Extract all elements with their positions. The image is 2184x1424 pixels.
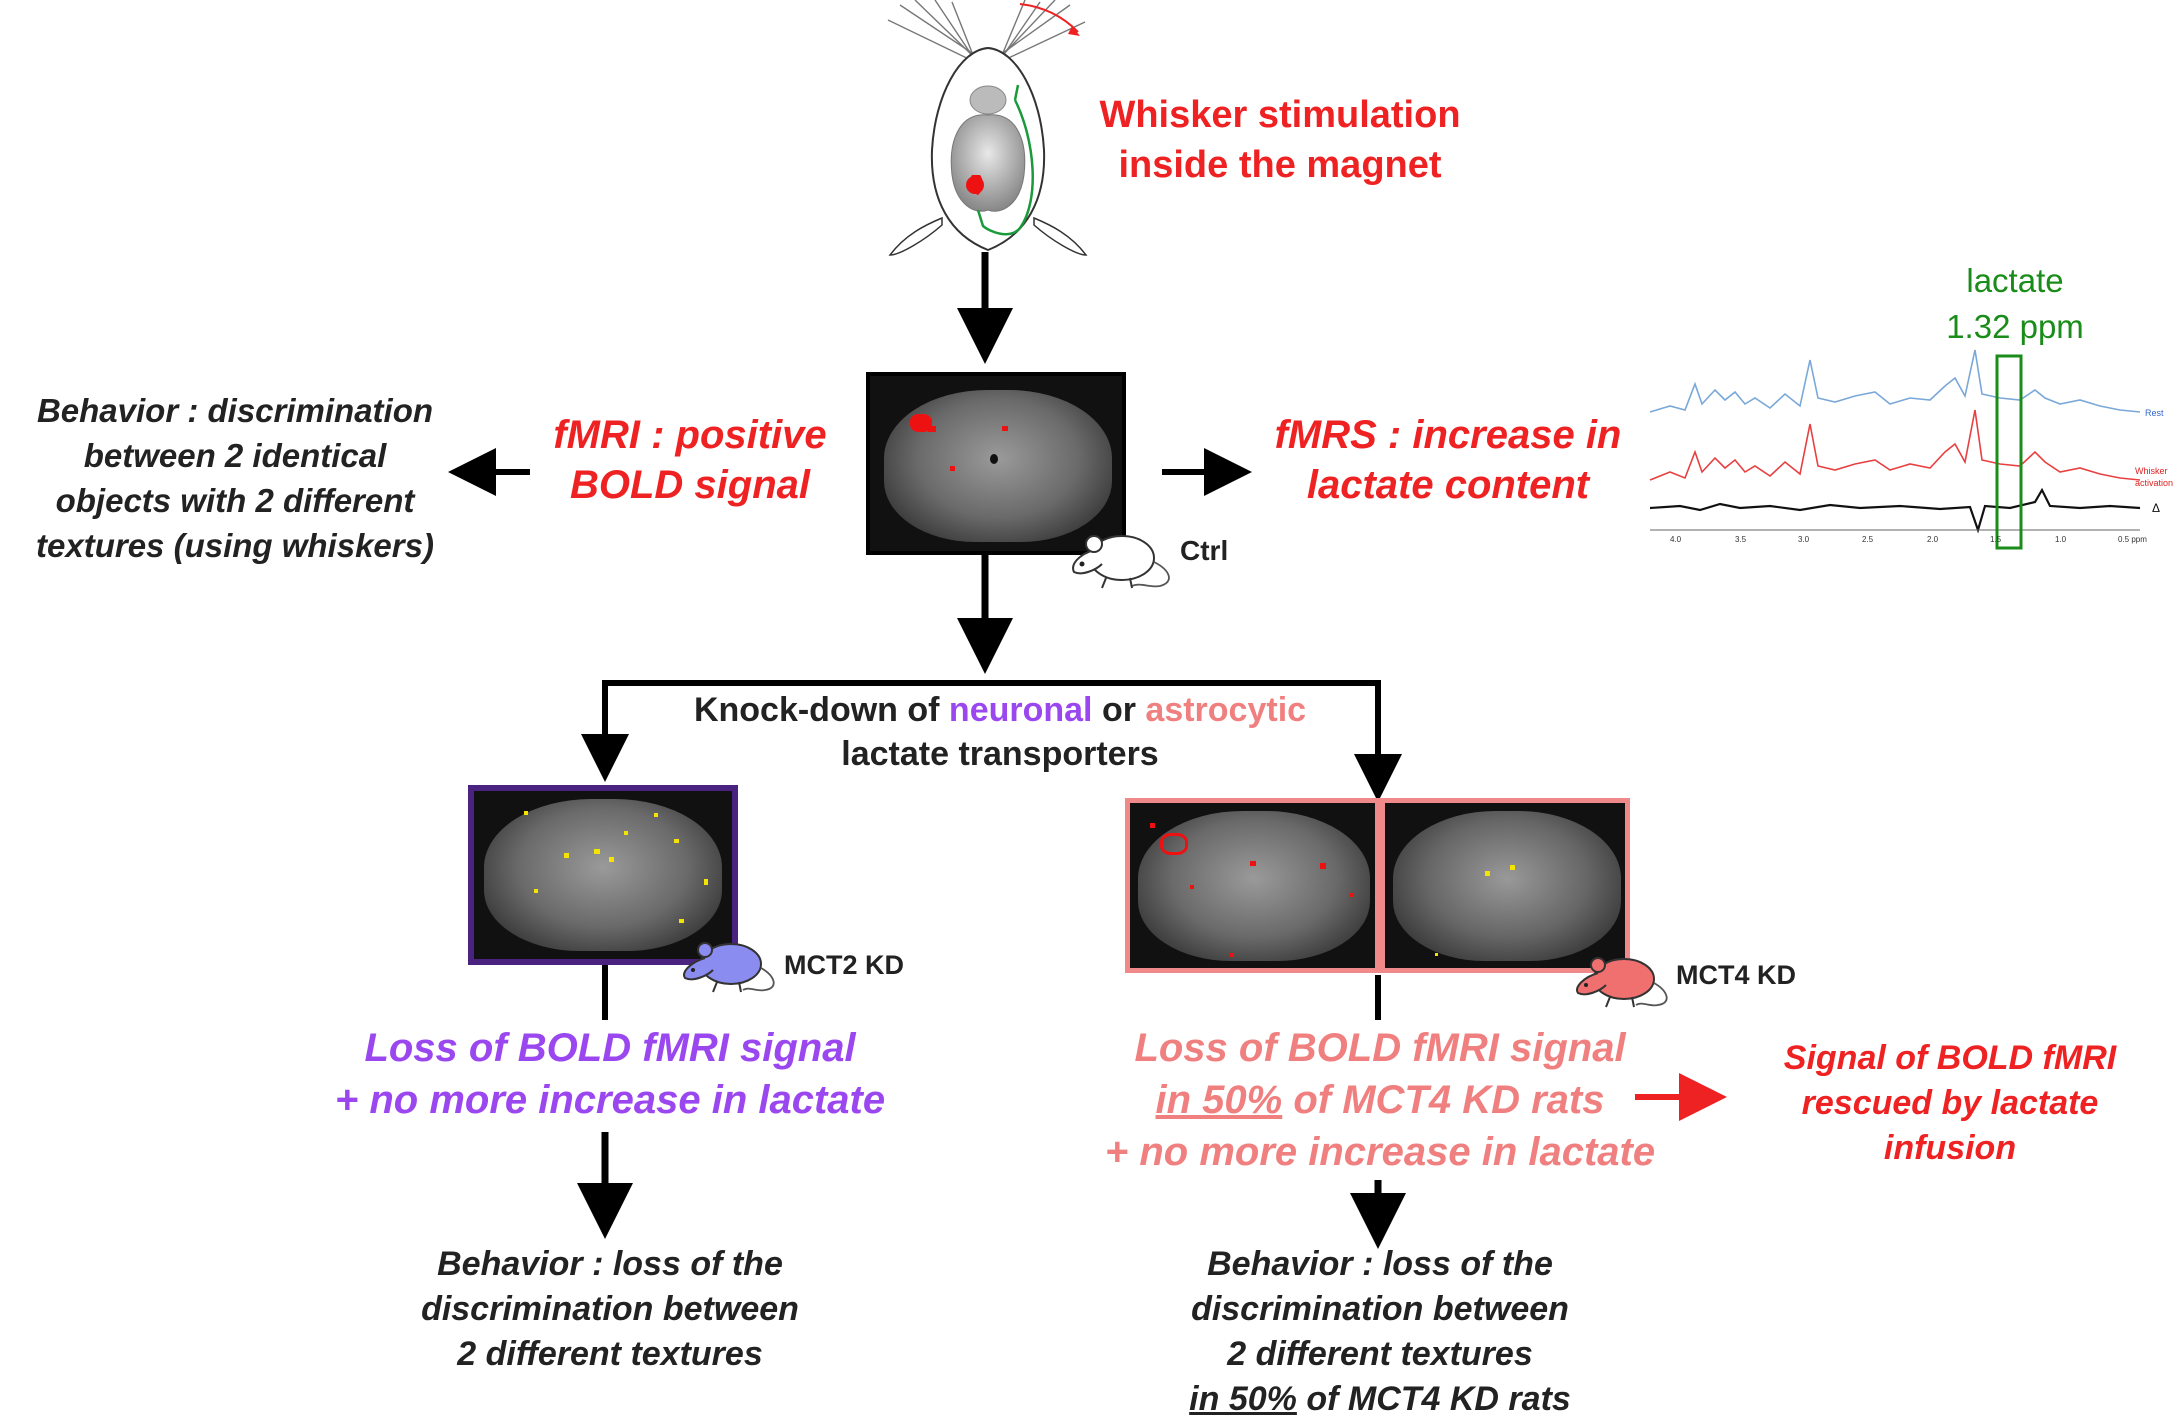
- rescue-line2: rescued by lactate: [1801, 1084, 2099, 1122]
- brain-icon: [950, 114, 1026, 212]
- tick-2.5: 2.5: [1862, 535, 1874, 544]
- ctrl-fmri-image: [866, 372, 1126, 555]
- mct4-behavior-line3: 2 different textures: [1227, 1335, 1533, 1373]
- neuronal-label: neuronal: [948, 691, 1093, 729]
- mct4-result-underline: in 50%: [1155, 1078, 1283, 1122]
- tick-3.0: 3.0: [1798, 535, 1810, 544]
- mct2-behavior-line3: 2 different textures: [457, 1335, 763, 1373]
- tick-4.0: 4.0: [1670, 535, 1682, 544]
- trace-label-delta: Δ: [2152, 501, 2160, 515]
- mct4-behavior-line4: in 50% of MCT4 KD rats: [1189, 1380, 1571, 1418]
- tick-1.5: 1.5: [1990, 535, 2002, 544]
- fmrs-line1: fMRS : increase in: [1274, 413, 1622, 457]
- tick-1.0: 1.0: [2055, 535, 2067, 544]
- mct2-behavior-line1: Behavior : loss of the: [437, 1245, 783, 1283]
- ctrl-label: Ctrl: [1180, 535, 1229, 566]
- ctrl-mouse-icon: [1072, 535, 1170, 589]
- mct4-behavior-line1: Behavior : loss of the: [1207, 1245, 1553, 1283]
- mct4-result-line1: Loss of BOLD fMRI signal: [1134, 1026, 1626, 1070]
- mct2-mouse-icon: [683, 942, 775, 993]
- trace-label-activation: activation: [2135, 478, 2173, 488]
- mct4-label: MCT4 KD: [1676, 960, 1796, 990]
- left-behavior-line4: textures (using whiskers): [36, 527, 434, 564]
- tick-2.0: 2.0: [1927, 535, 1939, 544]
- mct4-fmri-image-right: [1380, 798, 1630, 973]
- mct2-behavior-line2: discrimination between: [421, 1290, 799, 1328]
- mct2-fmri-image: [468, 785, 738, 965]
- mct4-mouse-icon: [1576, 957, 1668, 1008]
- fmri-line2: BOLD signal: [569, 463, 811, 507]
- mct2-result-line1: Loss of BOLD fMRI signal: [364, 1026, 856, 1070]
- lactate-highlight-box: [1995, 354, 2023, 550]
- left-behavior-line2: between 2 identical: [83, 437, 387, 474]
- tick-0.5: 0.5 ppm: [2118, 535, 2147, 544]
- trace-label-whisker: Whisker: [2135, 466, 2168, 476]
- lactate-label: lactate: [1966, 262, 2064, 299]
- left-behavior-line3: objects with 2 different: [55, 482, 415, 519]
- mct4-result-line2: in 50% of MCT4 KD rats: [1155, 1078, 1605, 1122]
- astrocytic-label: astrocytic: [1145, 691, 1307, 729]
- fmrs-line2: lactate content: [1306, 463, 1590, 507]
- title-line1: Whisker stimulation: [1099, 94, 1461, 136]
- trace-label-rest: Rest: [2145, 408, 2164, 418]
- mct2-label: MCT2 KD: [784, 950, 904, 980]
- rat-head-illustration: [887, 0, 1088, 256]
- knockdown-line1: Knock-down of neuronal or astrocytic: [693, 691, 1307, 729]
- fmri-line1: fMRI : positive: [553, 413, 827, 457]
- mct4-behavior-line2: discrimination between: [1191, 1290, 1569, 1328]
- tick-3.5: 3.5: [1735, 535, 1747, 544]
- mct4-result-line3: + no more increase in lactate: [1104, 1130, 1656, 1174]
- left-behavior-line1: Behavior : discrimination: [36, 392, 434, 429]
- mct4-behavior-underline: in 50%: [1189, 1380, 1297, 1418]
- mct2-result-line2: + no more increase in lactate: [334, 1078, 886, 1122]
- rescue-line3: infusion: [1883, 1129, 2017, 1167]
- axis-ticks: 4.0 3.5 3.0 2.5 2.0 1.5 1.0 0.5 ppm: [1670, 535, 2147, 544]
- rest-trace: [1649, 349, 2141, 413]
- title-line2: inside the magnet: [1118, 144, 1442, 186]
- rescue-line1: Signal of BOLD fMRI: [1783, 1039, 2117, 1077]
- difference-trace: [1649, 487, 2141, 534]
- whisker-trace: [1649, 409, 2141, 481]
- knockdown-line2: lactate transporters: [841, 735, 1159, 773]
- lactate-ppm: 1.32 ppm: [1946, 308, 2084, 345]
- mrs-spectrum: Rest Whisker activation Δ 4.0 3.5 3.0 2.…: [1649, 349, 2173, 550]
- mct4-fmri-image-left: [1125, 798, 1380, 973]
